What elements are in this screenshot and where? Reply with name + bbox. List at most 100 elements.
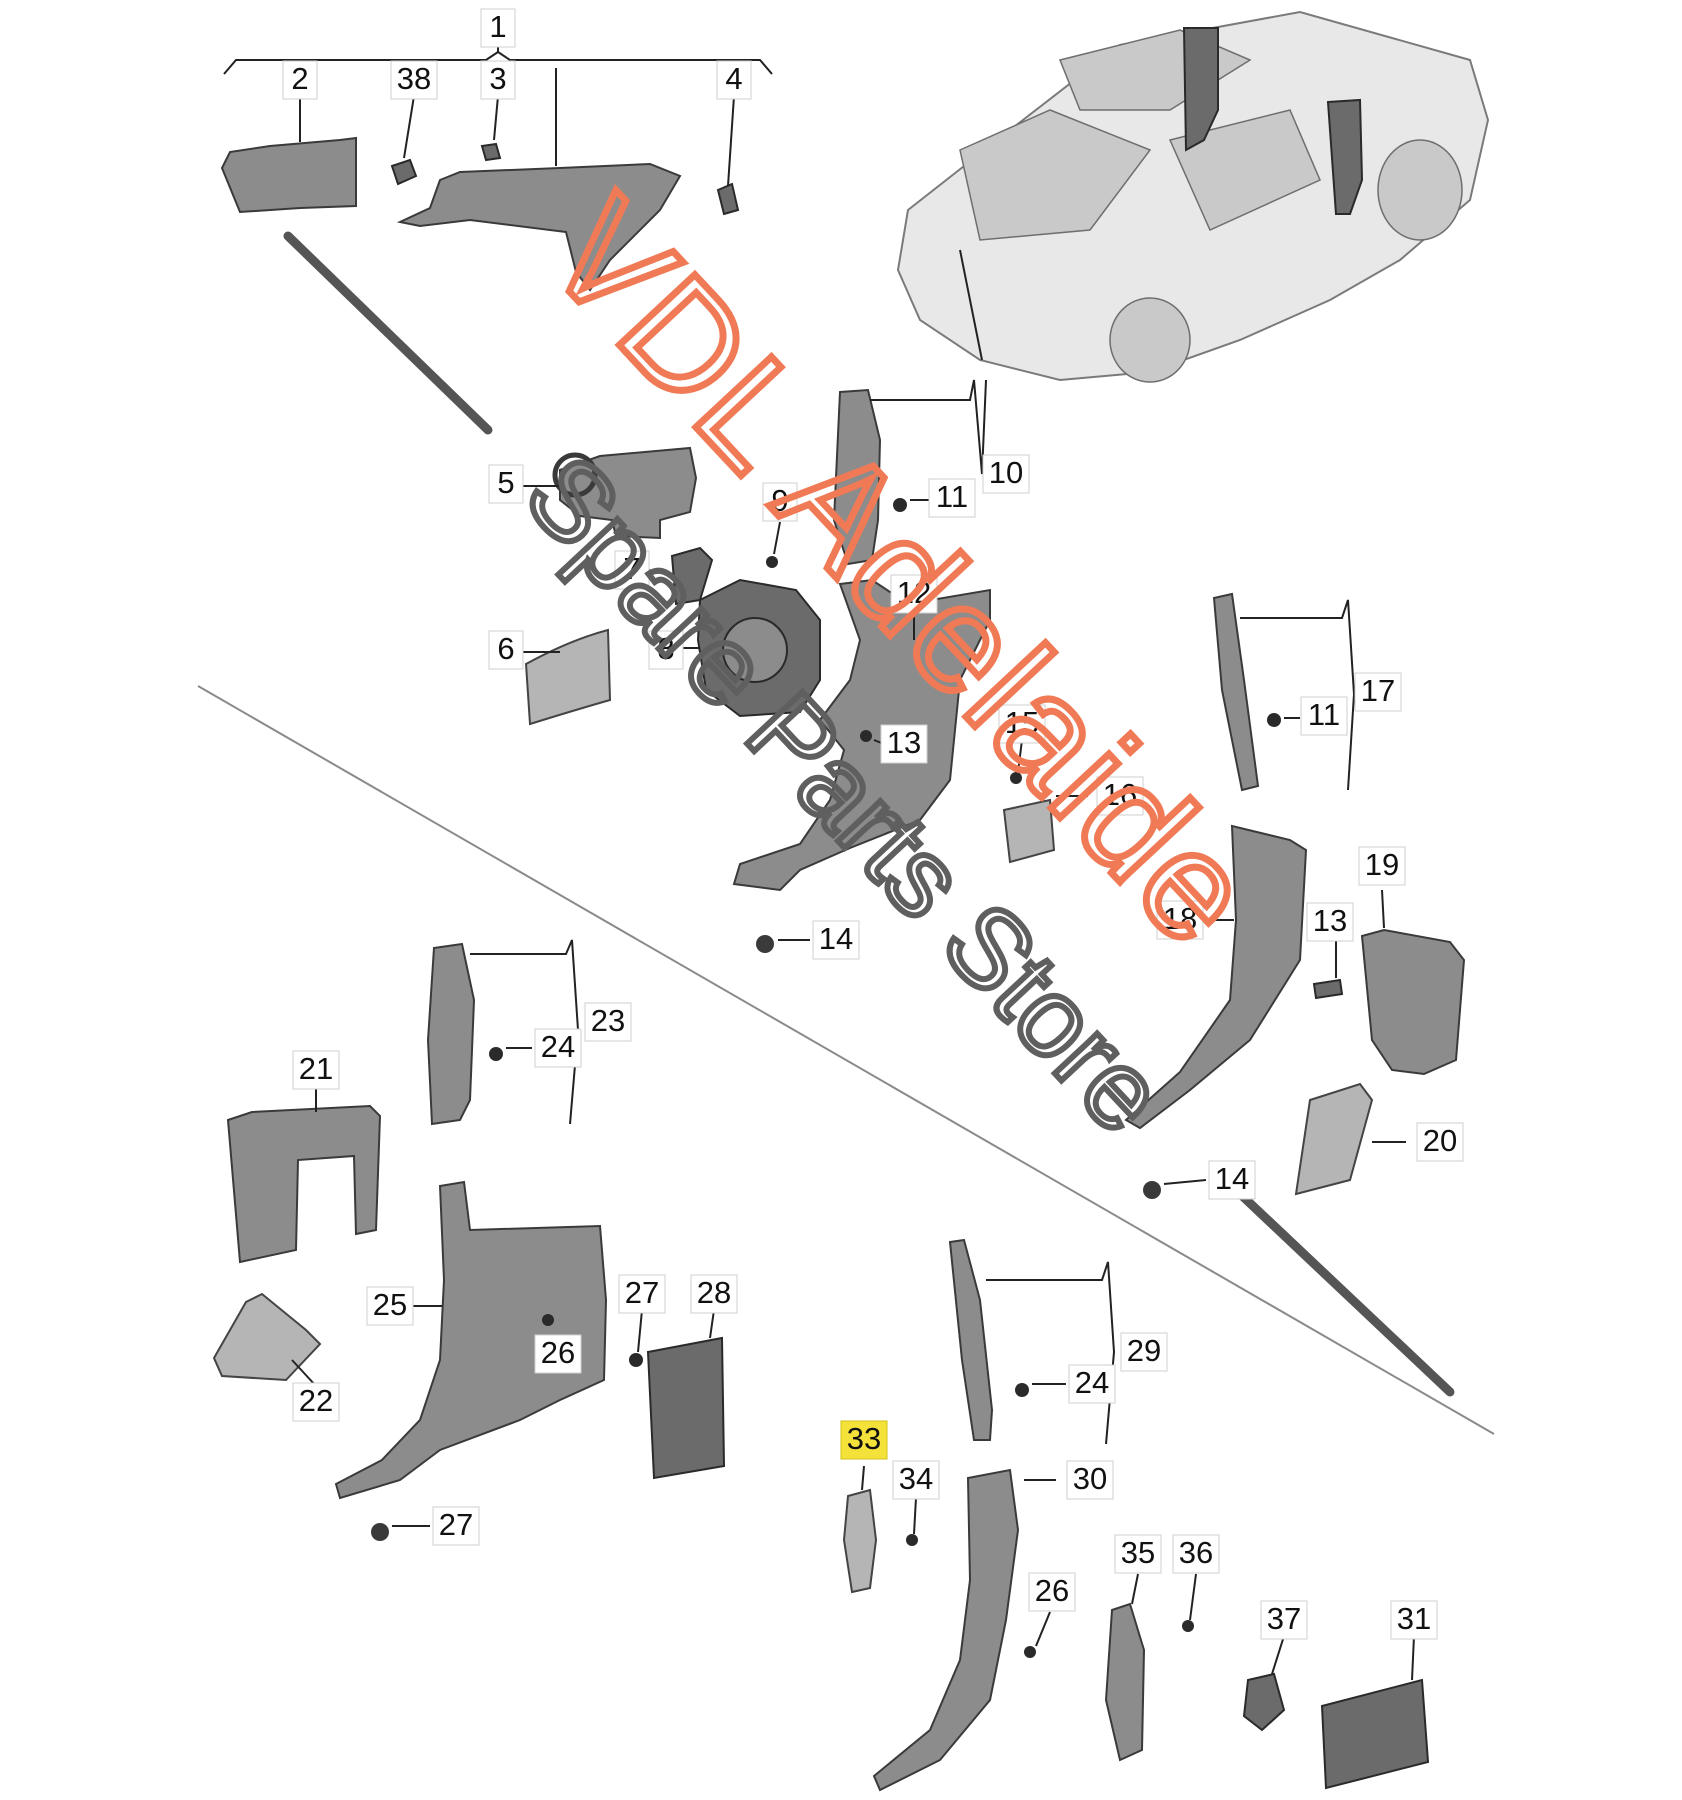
part-5-ring	[552, 452, 598, 498]
bracket-group-10	[870, 379, 987, 475]
part-label-text: 24	[541, 1029, 575, 1064]
part-3-screw	[480, 142, 502, 162]
part-label-text: 13	[887, 725, 921, 760]
a-pillar-group	[832, 249, 987, 566]
part-11-clip-a	[893, 498, 907, 512]
part-36-screw	[1182, 1620, 1194, 1632]
part-label-31: 31	[1390, 1600, 1438, 1640]
rear-right-parts	[1104, 1573, 1430, 1790]
part-label-box	[488, 630, 524, 670]
part-label-text: 30	[1073, 1461, 1107, 1496]
part-label-box	[292, 1382, 340, 1422]
part-label-box	[1066, 1460, 1114, 1500]
part-label-box	[534, 1028, 582, 1068]
leader-36	[1189, 1573, 1197, 1621]
part-22-pad	[212, 1292, 322, 1382]
part-19-panel	[1360, 928, 1466, 1076]
leader-38	[403, 95, 415, 159]
part-31-bracket	[1320, 1678, 1430, 1790]
part-label-13: 13	[1306, 902, 1354, 942]
part-label-11: 11	[928, 478, 976, 518]
part-label-box	[618, 1274, 666, 1314]
part-label-box	[614, 550, 650, 590]
part-label-text: 14	[819, 921, 853, 956]
part-label-box	[1208, 1160, 1256, 1200]
part-label-box	[534, 1334, 582, 1374]
part-label-text: 26	[541, 1335, 575, 1370]
part-label-text: 11	[1308, 697, 1340, 732]
part-label-box	[480, 8, 516, 48]
part-33-handle	[842, 1488, 878, 1594]
part-label-25: 25	[366, 1286, 414, 1326]
d-pillar-group	[872, 1238, 1116, 1792]
part-label-23: 23	[584, 1002, 632, 1042]
part-label-20: 20	[1416, 1122, 1464, 1162]
part-label-34: 34	[892, 1460, 940, 1500]
part-24-clip-a	[489, 1047, 503, 1061]
part-label-14: 14	[812, 920, 860, 960]
leader-22	[291, 1359, 317, 1387]
car-highlight-pillar-b	[1326, 98, 1364, 215]
part-label-5: 5	[488, 464, 524, 504]
part-label-text: 27	[625, 1275, 659, 1310]
part-label-27: 27	[618, 1274, 666, 1314]
part-label-box	[648, 630, 684, 670]
part-label-box	[1306, 902, 1354, 942]
part-label-4: 4	[716, 60, 752, 100]
leader-31	[1411, 1635, 1415, 1681]
section-divider-line	[197, 685, 1495, 1435]
part-label-11: 11	[1300, 696, 1348, 736]
part-8-cone	[722, 617, 788, 683]
part-label-18: 18	[1156, 900, 1204, 940]
watermark-bar-left	[283, 231, 493, 435]
leader-10-car	[959, 249, 983, 361]
part-35-bracket	[1104, 1602, 1146, 1762]
part-label-text: 18	[1163, 901, 1197, 936]
part-label-box	[1390, 1600, 1438, 1640]
part-label-box	[1354, 672, 1402, 712]
part-label-text: 34	[899, 1461, 933, 1496]
part-label-text: 6	[497, 631, 514, 666]
b-pillar-group	[1212, 592, 1356, 792]
part-label-box	[890, 574, 938, 614]
part-label-28: 28	[690, 1274, 738, 1314]
handle-parts	[842, 1465, 918, 1594]
part-label-box	[892, 1460, 940, 1500]
part-37-clip	[1242, 1672, 1286, 1732]
part-label-text: 35	[1121, 1535, 1155, 1570]
car-rear-wheel	[1109, 297, 1191, 383]
part-label-26: 26	[1028, 1572, 1076, 1612]
part-27-clip-a	[629, 1353, 643, 1367]
part-label-text: 22	[299, 1383, 333, 1418]
part-label-box	[840, 1420, 888, 1460]
part-label-24: 24	[534, 1028, 582, 1068]
part-7-bracket	[670, 546, 714, 606]
part-label-box	[432, 1506, 480, 1546]
leader-33	[861, 1465, 865, 1491]
part-label-box	[690, 1274, 738, 1314]
part-grab-handle-trim	[396, 162, 682, 292]
car-illustration	[896, 10, 1490, 383]
part-13-clip-a	[860, 730, 872, 742]
part-label-text: 33	[847, 1421, 881, 1456]
part-label-24: 24	[1068, 1364, 1116, 1404]
part-label-17: 17	[1354, 672, 1402, 712]
part-24-clip-b	[1015, 1383, 1029, 1397]
part-label-text: 28	[697, 1275, 731, 1310]
part-label-box	[716, 60, 752, 100]
part-label-text: 21	[299, 1051, 333, 1086]
car-side-window	[1168, 109, 1321, 231]
part-label-box	[812, 920, 860, 960]
part-label-box	[584, 1002, 632, 1042]
part-label-14: 14	[1208, 1160, 1256, 1200]
part-label-27: 27	[432, 1506, 480, 1546]
part-label-text: 8	[657, 631, 674, 666]
part-label-30: 30	[1066, 1460, 1114, 1500]
top-assembly	[220, 40, 773, 292]
part-14-clip-b	[1143, 1181, 1161, 1199]
part-label-box	[880, 724, 928, 764]
part-label-13: 13	[880, 724, 928, 764]
part-label-text: 17	[1361, 673, 1395, 708]
middle-left-parts	[522, 446, 821, 726]
